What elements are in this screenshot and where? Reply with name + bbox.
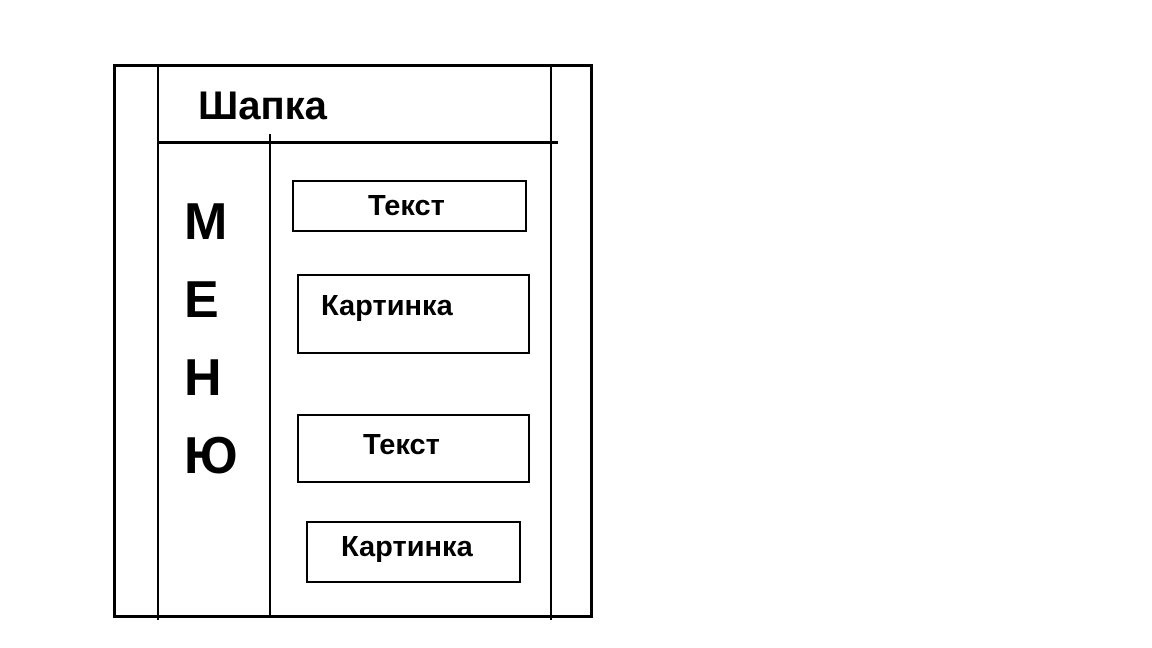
outer-frame-right [590,64,593,618]
header-label: Шапка [198,84,327,128]
menu-letter: Е [184,271,219,329]
outer-frame-bottom [113,615,593,618]
image-block: Картинка [297,274,530,354]
menu-letter: Н [184,349,222,407]
image-block-label: Картинка [341,530,473,563]
menu-letter: Ю [184,427,238,485]
image-block-label: Картинка [321,290,453,322]
outer-frame-left [113,64,116,618]
text-block: Текст [297,414,530,483]
image-block: Картинка [306,521,521,583]
header-divider [157,141,558,144]
text-block-label: Текст [368,189,445,222]
text-block: Текст [292,180,527,232]
menu-divider [269,134,271,617]
right-margin-line [550,64,552,620]
text-block-label: Текст [363,429,440,461]
menu-letter: М [184,193,228,251]
outer-frame-top [113,64,593,67]
left-margin-line [157,64,159,620]
